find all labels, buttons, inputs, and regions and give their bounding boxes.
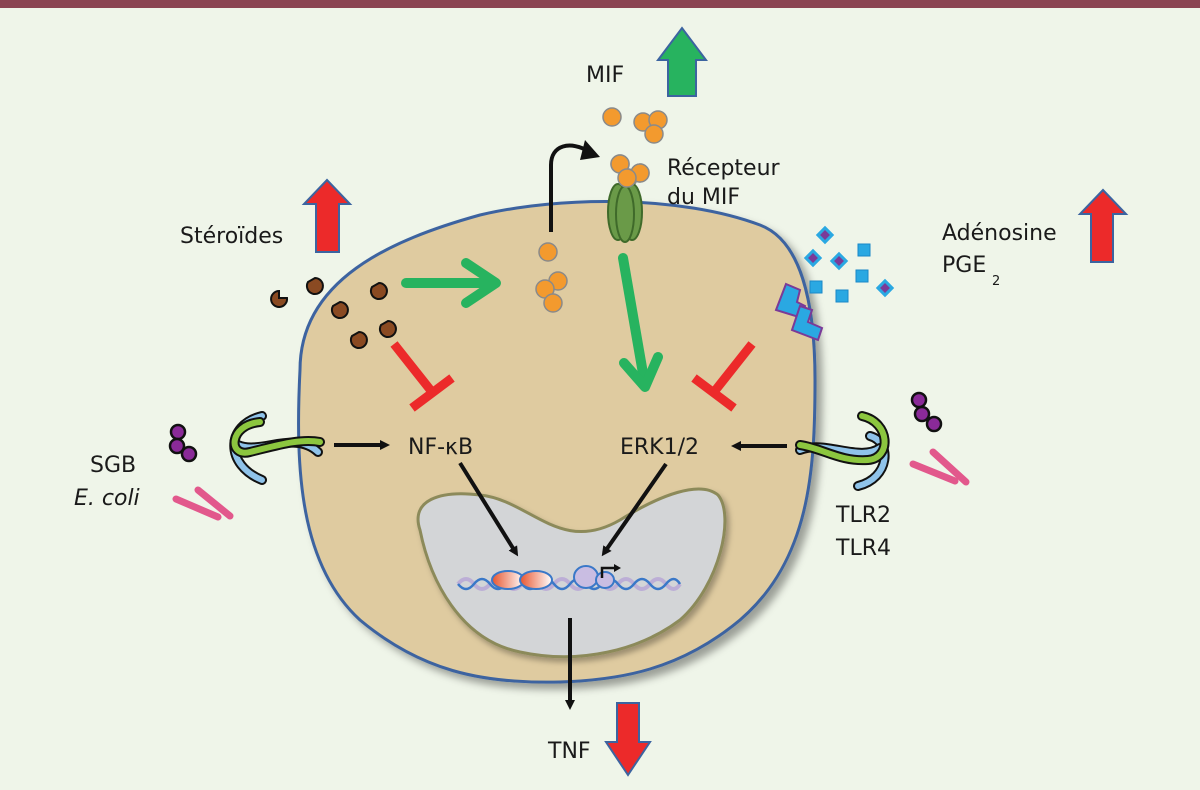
- sgb-label: SGB: [90, 453, 136, 478]
- tnf-label: TNF: [547, 739, 591, 764]
- transcription-start-icon: [600, 566, 616, 578]
- erk-transcription-factor: [595, 571, 615, 589]
- nfkb-transcription-factor: [519, 570, 553, 590]
- tlr2-label: TLR2: [835, 503, 891, 528]
- steroids-label: Stéroïdes: [180, 224, 283, 249]
- pge2-label: PGE: [942, 253, 986, 278]
- sgb-bacteria-right: [910, 391, 943, 433]
- receptor-label-line1: Récepteur: [667, 156, 781, 181]
- activation-arrow-steroids-mif: [401, 258, 501, 308]
- receptor-label-line2: du MIF: [667, 185, 740, 210]
- erk-label: ERK1/2: [620, 435, 699, 460]
- nfkb-label: NF-κB: [408, 435, 473, 460]
- adenosine-up-arrow-icon: [1077, 188, 1129, 263]
- mif-receptor-icon: [607, 183, 643, 243]
- steroids-up-arrow-icon: [301, 178, 353, 253]
- mif-label: MIF: [586, 63, 624, 88]
- erk-transcription-factor: [573, 565, 599, 589]
- adenosine-receptor: [774, 282, 824, 342]
- tlr-receptor-left: [229, 411, 325, 485]
- tlr-receptor-right: [795, 411, 890, 491]
- top-border-bar: [0, 0, 1200, 8]
- mif-particles-intracellular: [535, 242, 568, 313]
- nucleus: [416, 487, 727, 659]
- arrow-nfkb-dna: [458, 461, 519, 557]
- activation-arrow-receptor-erk: [618, 253, 663, 392]
- inhibition-steroids-nfkb: [390, 341, 455, 412]
- adenosine-molecules: [803, 225, 895, 303]
- steroid-molecules: [270, 276, 397, 349]
- inhibition-adenosine-erk: [691, 341, 756, 412]
- tlr4-label: TLR4: [835, 536, 891, 561]
- mif-up-arrow-icon: [656, 26, 708, 97]
- sgb-bacteria-left: [168, 423, 198, 463]
- ecoli-bacteria-left: [172, 486, 234, 521]
- adenosine-label: Adénosine: [942, 221, 1057, 246]
- pge2-subscript: 2: [992, 274, 1000, 289]
- arrow-erk-dna: [601, 462, 668, 557]
- ecoli-label: E. coli: [74, 486, 140, 511]
- tnf-down-arrow-icon: [604, 702, 652, 777]
- ecoli-bacteria-right: [909, 448, 970, 486]
